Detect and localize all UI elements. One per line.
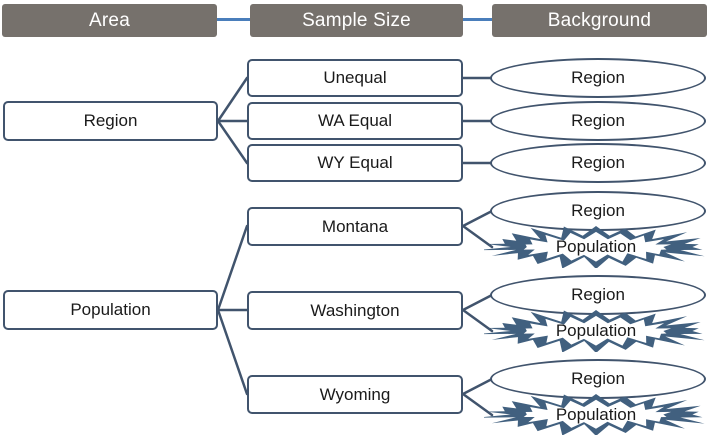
sample-size-node-unequal[interactable]: Unequal [247, 59, 463, 97]
background-ellipse-region-1[interactable]: Region [490, 58, 706, 98]
background-explosion-population-3[interactable]: Population [484, 394, 708, 435]
sample-size-node-wa-equal[interactable]: WA Equal [247, 102, 463, 140]
header-connector-1 [217, 18, 250, 21]
area-node-population[interactable]: Population [3, 290, 218, 330]
explosion-label: Population [555, 321, 637, 340]
background-ellipse-region-2[interactable]: Region [490, 101, 706, 141]
explosion-inner-shape [523, 315, 672, 346]
sample-size-node-washington[interactable]: Washington [247, 291, 463, 330]
explosion-shape-icon [484, 394, 705, 435]
explosion-shape-icon [484, 310, 705, 352]
explosion-label: Population [555, 237, 637, 256]
explosion-inner-shape [523, 231, 672, 262]
background-ellipse-region-4[interactable]: Region [490, 191, 706, 231]
explosion-inner-shape [523, 399, 672, 429]
background-ellipse-region-6[interactable]: Region [490, 359, 706, 399]
explosion-label: Population [555, 404, 637, 424]
column-header-background: Background [492, 4, 707, 37]
background-ellipse-region-3[interactable]: Region [490, 143, 706, 183]
sample-size-node-wyoming[interactable]: Wyoming [247, 375, 463, 414]
sample-size-node-montana[interactable]: Montana [247, 207, 463, 246]
sample-size-node-wy-equal[interactable]: WY Equal [247, 144, 463, 182]
column-header-sample-size: Sample Size [250, 4, 463, 37]
header-connector-2 [463, 18, 492, 21]
area-node-region[interactable]: Region [3, 101, 218, 141]
column-header-area: Area [2, 4, 217, 37]
explosion-shape-icon [484, 226, 705, 268]
background-explosion-population-2[interactable]: Population [484, 310, 708, 352]
background-explosion-population-1[interactable]: Population [484, 226, 708, 268]
background-ellipse-region-5[interactable]: Region [490, 275, 706, 315]
